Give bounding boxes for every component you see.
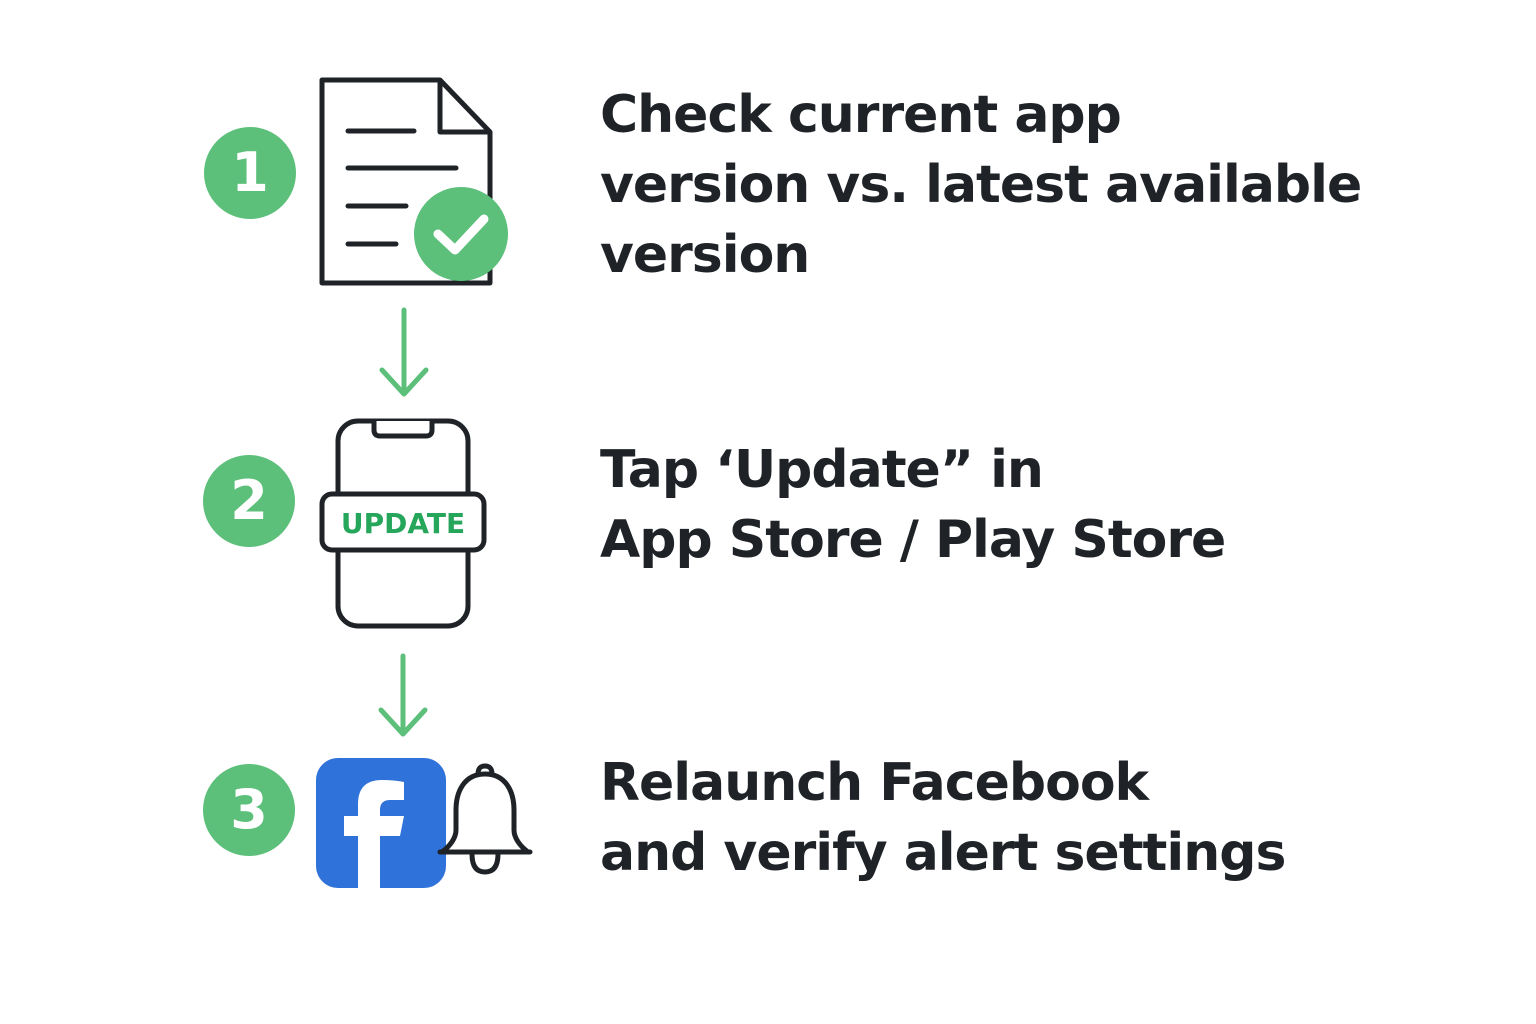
arrow-down-icon bbox=[378, 653, 428, 737]
step-3-line-1: Relaunch Facebook bbox=[600, 753, 1149, 813]
phone-update-icon: UPDATE bbox=[319, 418, 487, 629]
step-1-number-badge: 1 bbox=[204, 127, 296, 219]
step-2-text: Tap ‘Update” in App Store / Play Store bbox=[600, 435, 1226, 575]
arrow-down-icon bbox=[379, 307, 429, 397]
step-3-line-2: and verify alert settings bbox=[600, 823, 1286, 883]
step-1-line-2: version vs. latest available bbox=[600, 155, 1362, 215]
step-2-line-1: Tap ‘Update” in bbox=[600, 440, 1044, 500]
step-1-line-3: version bbox=[600, 225, 810, 285]
step-3-text: Relaunch Facebook and verify alert setti… bbox=[600, 748, 1286, 888]
update-button-label: UPDATE bbox=[341, 507, 465, 540]
bell-icon bbox=[437, 763, 533, 875]
step-2-number-badge: 2 bbox=[203, 455, 295, 547]
step-1-text: Check current app version vs. latest ava… bbox=[600, 80, 1362, 290]
facebook-icon bbox=[316, 758, 446, 888]
step-2-line-2: App Store / Play Store bbox=[600, 510, 1226, 570]
document-check-icon bbox=[319, 77, 508, 286]
step-3-number-badge: 3 bbox=[203, 764, 295, 856]
step-1-line-1: Check current app bbox=[600, 85, 1122, 145]
